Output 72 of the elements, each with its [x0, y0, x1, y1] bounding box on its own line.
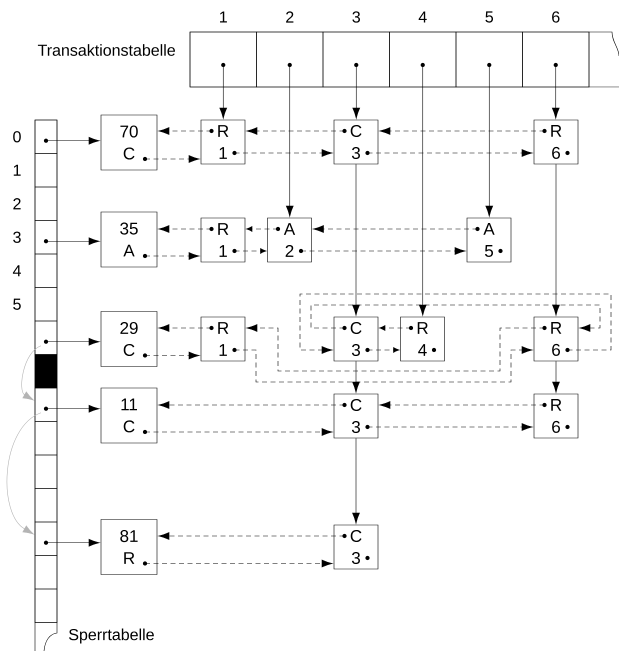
dashed-arrow [144, 155, 200, 163]
dashed-arrow [367, 423, 533, 431]
column-number: 1 [220, 12, 227, 22]
lock-box: 70 C [100, 114, 158, 170]
request-box: R 6 [534, 394, 578, 438]
lock-box: 29 C [100, 311, 158, 367]
arrow [352, 361, 360, 393]
dashed-arrow [312, 225, 478, 233]
dashed-arrow [300, 294, 612, 354]
arrow [552, 164, 560, 316]
column-number: 4 [418, 12, 427, 22]
request-box: C 3 [334, 394, 378, 438]
dashed-arrow [246, 127, 345, 135]
request-box: R 4 [400, 316, 445, 362]
row-number: 1 [14, 164, 21, 176]
row-number: 5 [13, 298, 21, 310]
table-heading: Transaktionstabelle [38, 44, 175, 56]
request-box: C 3 [334, 120, 378, 164]
lock-box: 35 A [100, 212, 158, 268]
dashed-arrow [367, 149, 533, 157]
row-number: 4 [12, 265, 21, 276]
arrow [46, 338, 100, 346]
dashed-arrow [310, 304, 600, 332]
dashed-arrow [234, 346, 533, 382]
arrow [286, 64, 294, 217]
arrow [352, 438, 360, 524]
dashed-arrow [379, 401, 545, 409]
dashed-arrow [158, 532, 345, 540]
lock-box: 81 R [100, 519, 158, 575]
row-number: 0 [13, 131, 21, 142]
arrow [46, 237, 100, 246]
request-box: A 2 [267, 218, 312, 262]
dashed-arrow [379, 127, 545, 135]
arrow [485, 64, 494, 217]
dashed-arrow [144, 352, 200, 360]
table-heading: Sperrtabelle [69, 628, 154, 644]
column-number: 3 [352, 11, 360, 23]
lock-box: 11 C [100, 388, 158, 444]
dashed-arrow [234, 149, 333, 157]
dashed-arrow [234, 248, 266, 254]
dashed-arrow [246, 226, 278, 232]
row-number: 2 [13, 198, 21, 210]
dashed-arrow [158, 225, 212, 233]
dashed-arrow [246, 324, 545, 372]
dashed-arrow [158, 401, 345, 409]
arrow [46, 538, 100, 547]
column-number: 6 [552, 11, 560, 23]
request-box: C 3 [334, 316, 378, 362]
request-box: R 1 [200, 120, 246, 164]
column-number: 2 [286, 11, 294, 23]
dashed-arrow [379, 325, 412, 331]
dashed-arrow [158, 127, 212, 135]
dashed-arrow [144, 428, 333, 436]
dashed-arrow [144, 560, 333, 568]
arrow [352, 164, 360, 316]
request-box: A 5 [466, 218, 512, 262]
arrow [552, 361, 560, 393]
dashed-arrow [367, 347, 400, 353]
request-box: R 1 [200, 218, 246, 262]
arrow [418, 64, 427, 316]
request-box: R 1 [200, 316, 246, 362]
dashed-arrow [300, 247, 466, 255]
request-box: C 3 [334, 524, 378, 570]
dashed-arrow [158, 324, 212, 332]
curved-arrow [6, 412, 42, 534]
arrow [46, 136, 100, 145]
column-number: 5 [485, 11, 494, 23]
dashed-arrow [144, 252, 200, 260]
row-number: 3 [13, 232, 21, 243]
request-box: R 6 [534, 316, 578, 362]
arrow [46, 404, 100, 413]
request-box: R 6 [534, 120, 578, 164]
